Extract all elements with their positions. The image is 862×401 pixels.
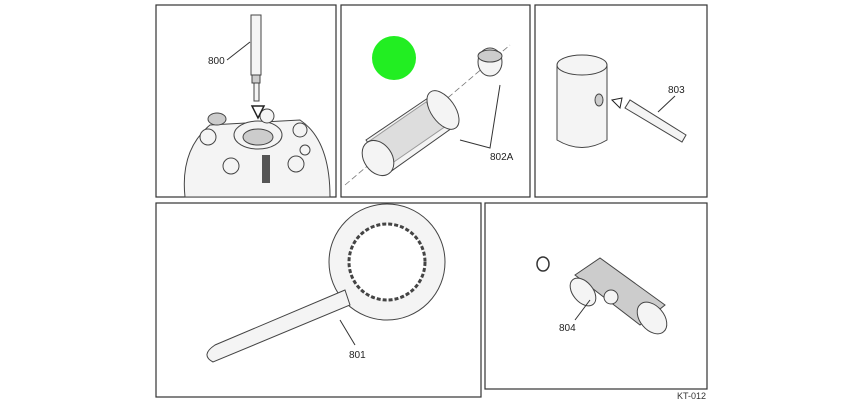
label-802A: 802A	[490, 152, 514, 163]
green-marker	[372, 36, 416, 80]
label-803: 803	[668, 85, 685, 96]
label-801: 801	[349, 350, 366, 361]
figure-code: KT-012	[677, 391, 706, 401]
tool-800-drawing	[250, 14, 266, 120]
panel-804: 804 KT-012	[484, 202, 708, 401]
label-800: 800	[208, 56, 225, 67]
panel-802A: 802A	[340, 4, 531, 198]
tool-804-drawing	[536, 256, 668, 335]
tool-801-drawing	[206, 203, 446, 363]
tool-803-drawing	[610, 97, 687, 143]
panel-800: 800	[155, 4, 337, 198]
panel-803: 803	[534, 4, 708, 198]
tool-802A-drawing	[361, 47, 503, 177]
panel-801: 801	[155, 202, 482, 398]
cylinder-head-drawing	[183, 108, 331, 198]
label-804: 804	[559, 323, 576, 334]
piston-drawing	[556, 54, 608, 148]
